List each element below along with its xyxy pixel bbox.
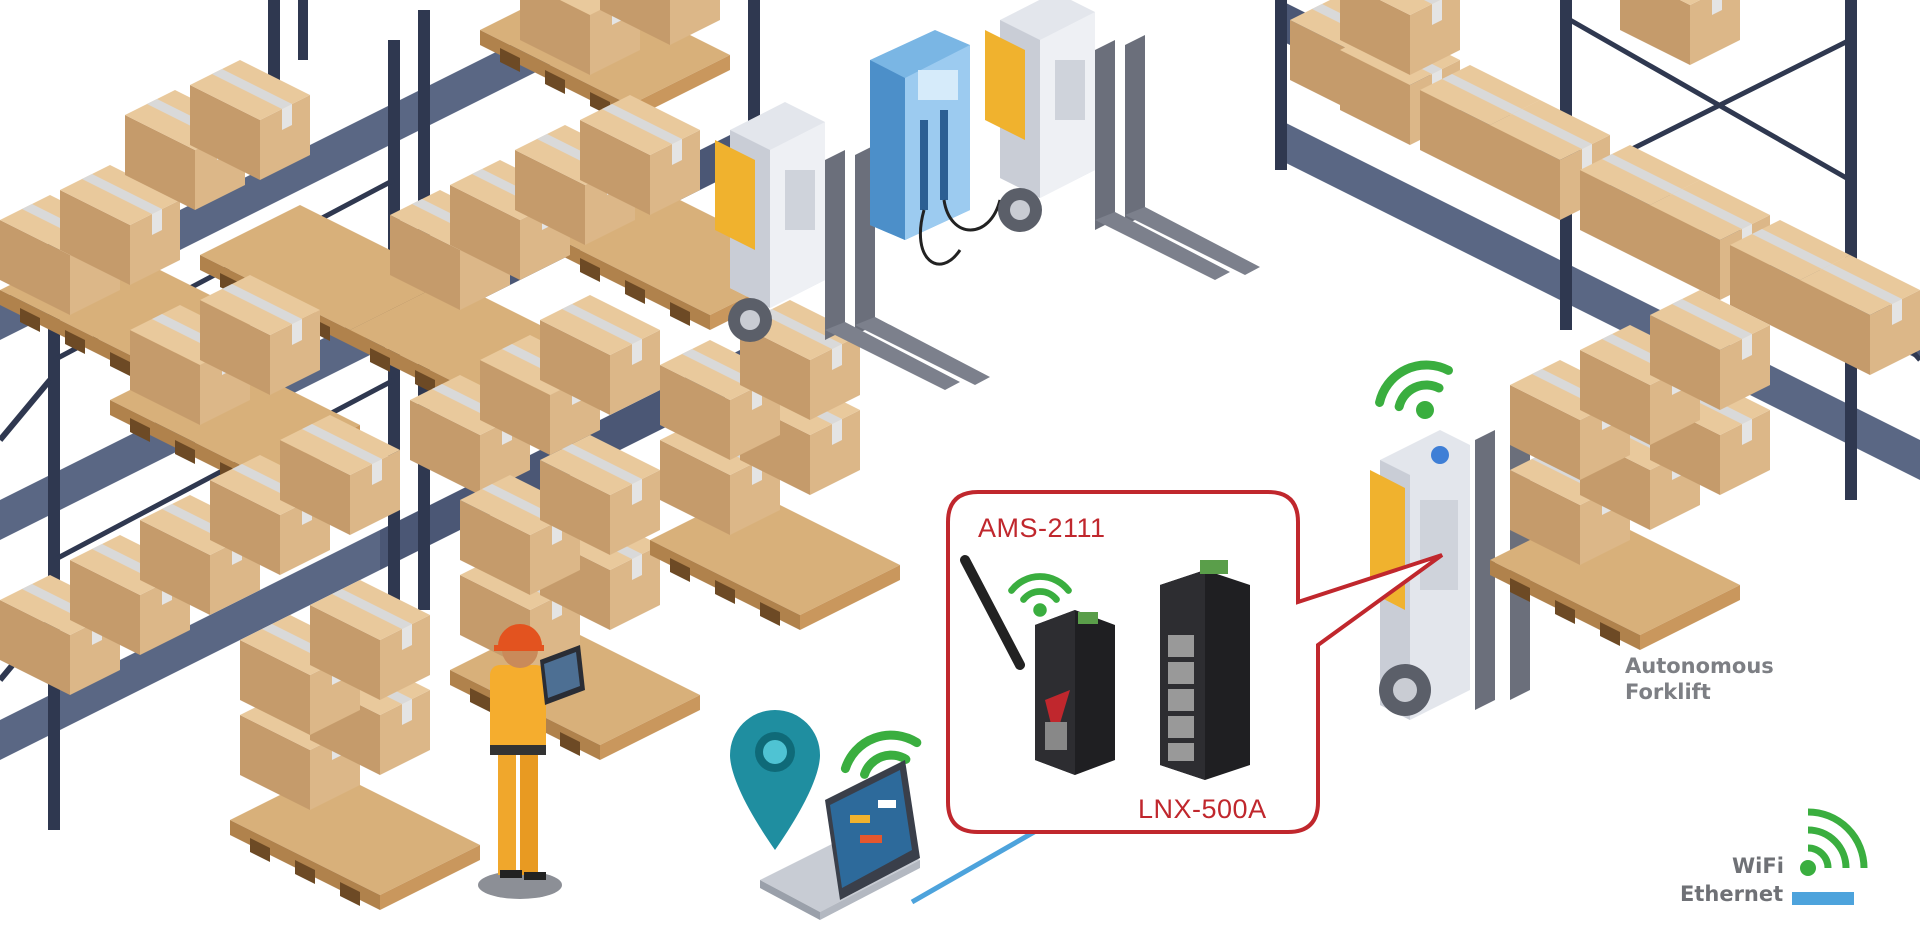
worker-with-tablet (478, 624, 585, 899)
forklift-label-line2: Forklift (1625, 680, 1711, 704)
device-1-label: AMS-2111 (978, 513, 1106, 543)
legend-ethernet-swatch (1792, 892, 1854, 905)
ams-2111-device (960, 555, 1115, 775)
legend: WiFi Ethernet (1680, 808, 1868, 906)
location-pin-icon (730, 710, 820, 850)
forklift-wifi-icon (1372, 353, 1464, 434)
autonomous-forklift (1370, 290, 1770, 720)
forklift-label-line1: Autonomous (1625, 654, 1774, 678)
charging-station (870, 30, 1002, 266)
forklift-center (985, 0, 1260, 280)
laptop (760, 760, 920, 920)
lnx-500a-device (1160, 560, 1250, 780)
device-2-label: LNX-500A (1138, 794, 1267, 824)
ams-2111-wifi-icon (1008, 573, 1072, 617)
legend-ethernet-label: Ethernet (1680, 882, 1783, 906)
legend-wifi-icon (1800, 808, 1868, 876)
device-callout: AMS-2111 LNX-500A (946, 490, 1444, 834)
legend-wifi-label: WiFi (1732, 854, 1784, 878)
